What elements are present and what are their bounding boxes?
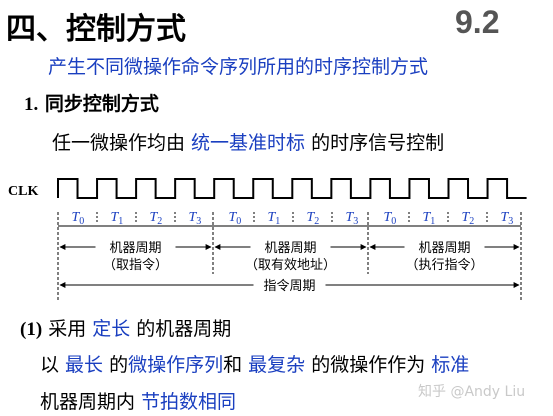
- std-text-4: 的微操作作为: [305, 354, 432, 376]
- sync-desc-highlight: 统一基准时标: [191, 132, 306, 154]
- std-highlight-sequence: 微操作序列: [128, 354, 224, 376]
- watermark: 知乎 @Andy Liu: [418, 384, 526, 400]
- section-2-suffix: 的机器周期: [130, 318, 232, 340]
- section-1-heading: 1. 同步控制方式: [24, 89, 159, 116]
- std-text-1: 以: [40, 354, 66, 376]
- sync-description: 任一微操作均由 统一基准时标 的时序信号控制: [52, 128, 444, 155]
- t-label: T0: [72, 210, 85, 227]
- machine-cycle-sub: （取指令）: [103, 258, 168, 273]
- beat-text: 机器周期内: [40, 391, 142, 413]
- machine-cycle-label: 机器周期: [418, 241, 470, 256]
- slide-subtitle: 产生不同微操作命令序列所用的时序控制方式: [48, 56, 429, 78]
- t-label: T3: [189, 210, 202, 227]
- machine-cycle-sub: （取有效地址）: [245, 258, 336, 273]
- clk-label: CLK: [8, 184, 38, 199]
- t-label: T3: [346, 210, 359, 227]
- machine-cycle-label: 机器周期: [109, 241, 161, 256]
- section-2-number: (1): [20, 319, 43, 340]
- sync-desc-suffix: 的时序信号控制: [305, 132, 445, 154]
- beat-highlight: 节拍数相同: [141, 391, 237, 413]
- std-highlight-complex: 最复杂: [248, 354, 306, 376]
- t-label: T0: [229, 210, 242, 227]
- sync-desc-prefix: 任一微操作均由: [52, 132, 192, 154]
- t-label: T1: [423, 210, 436, 227]
- t-label: T3: [501, 210, 514, 227]
- page-number: 9.2: [455, 4, 500, 40]
- t-label: T1: [268, 210, 281, 227]
- section-1-text: 同步控制方式: [44, 93, 159, 115]
- machine-cycle-label: 机器周期: [264, 241, 316, 256]
- instruction-cycle-label: 指令周期: [263, 279, 315, 294]
- t-label: T0: [384, 210, 397, 227]
- standard-description: 以 最长 的微操作序列和 最复杂 的微操作作为 标准: [40, 350, 469, 377]
- timing-diagram: CLK T0 T1 T2 T3 T0 T1 T2 T3 T0 T1 T2 T3 机器周期 （取指令） 机器周期…: [8, 178, 527, 300]
- section-2-prefix: 采用: [42, 318, 93, 340]
- t-label: T2: [462, 210, 475, 227]
- beat-description: 机器周期内 节拍数相同: [40, 387, 236, 414]
- t-label: T2: [307, 210, 320, 227]
- std-highlight-longest: 最长: [65, 354, 104, 376]
- clk-waveform: [57, 178, 527, 199]
- section-2-heading: (1) 采用 定长 的机器周期: [20, 314, 231, 341]
- slide-title: 四、控制方式: [6, 12, 186, 47]
- std-text-2: 的: [103, 354, 129, 376]
- t-label: T1: [111, 210, 124, 227]
- std-highlight-standard: 标准: [431, 354, 470, 376]
- t-label: T2: [150, 210, 163, 227]
- section-2-highlight: 定长: [92, 318, 131, 340]
- machine-cycle-sub: （执行指令）: [405, 258, 483, 273]
- section-1-number: 1.: [24, 94, 39, 115]
- std-text-3: 和: [223, 354, 249, 376]
